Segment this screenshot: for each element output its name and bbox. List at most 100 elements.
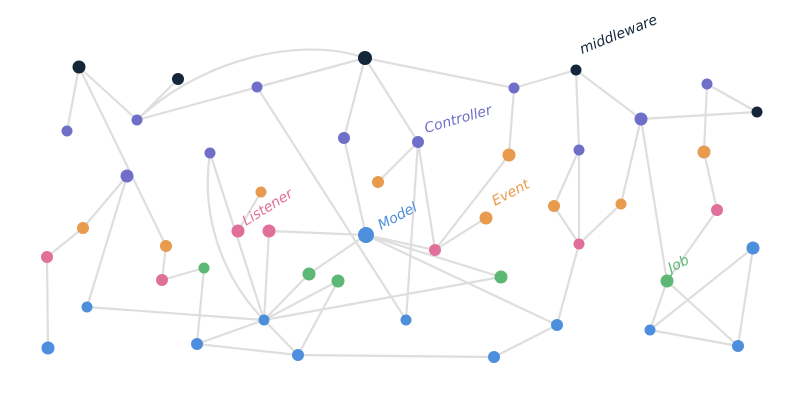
node-blue-b2 xyxy=(81,301,93,313)
edge-b10-b11 xyxy=(648,246,755,332)
edge-k1-b3 xyxy=(45,255,50,350)
edge-k7-g5 xyxy=(665,208,719,283)
edge-b1-b9 xyxy=(364,233,559,327)
node-orange-o6 xyxy=(479,211,493,225)
edge-k6-b9 xyxy=(555,242,581,327)
edge-p10-o7 xyxy=(552,148,581,208)
node-green-g4 xyxy=(494,270,508,284)
node-pink-k7 xyxy=(711,204,723,216)
node-purple-p7 xyxy=(204,147,216,159)
node-dark-d5 xyxy=(751,106,763,118)
node-orange-o4 xyxy=(372,176,384,188)
node-green-g3 xyxy=(331,274,345,288)
edge-d3-p4 xyxy=(363,56,516,90)
edge-b10-b12 xyxy=(648,328,740,348)
edge-d3-p9 xyxy=(363,56,420,144)
edge-d1-p2 xyxy=(77,65,139,122)
edge-p6-o1 xyxy=(81,174,129,230)
edge-p5-o9 xyxy=(702,82,709,154)
node-blue-b7 xyxy=(400,314,412,326)
labels-layer: middleware Controller Event Listener Mod… xyxy=(240,12,692,278)
label-controller: Controller xyxy=(423,102,495,137)
edge-p9-k5 xyxy=(416,140,437,252)
node-blue-b8 xyxy=(488,351,500,363)
edge-b8-b9 xyxy=(492,323,559,359)
node-blue-b6 xyxy=(292,349,304,361)
node-blue-b3 xyxy=(41,341,55,355)
edge-b2-b4 xyxy=(85,305,266,322)
node-green-g5 xyxy=(660,274,674,288)
node-purple-p11 xyxy=(634,112,648,126)
edge-g3-b6 xyxy=(296,279,340,357)
node-dark-d1 xyxy=(72,60,86,74)
edge-p5-d5 xyxy=(705,82,759,114)
node-blue-b10 xyxy=(644,324,656,336)
node-purple-p4 xyxy=(508,82,520,94)
edge-o8-k6 xyxy=(577,202,623,246)
edge-d4-p10 xyxy=(574,68,581,152)
node-blue-b4 xyxy=(258,314,270,326)
node-pink-k6 xyxy=(573,238,585,250)
edge-k2-g1 xyxy=(160,266,206,282)
edge-b5-b6 xyxy=(195,342,300,357)
edge-b1-g2 xyxy=(307,233,368,276)
edge-d1-p1 xyxy=(65,65,81,133)
edge-p6-b2 xyxy=(85,174,129,309)
edge-g5-b12 xyxy=(665,279,740,348)
edge-p8-b1 xyxy=(342,136,368,237)
label-event: Event xyxy=(489,176,532,209)
edges-layer xyxy=(45,48,759,359)
edge-p11-g5 xyxy=(639,117,669,283)
edge-o3-k3 xyxy=(236,190,263,233)
edge-o1-k1 xyxy=(45,226,85,259)
node-purple-p2 xyxy=(131,114,143,126)
node-orange-o8 xyxy=(615,198,627,210)
edge-b4-b6 xyxy=(262,318,300,357)
node-purple-p6 xyxy=(120,169,134,183)
node-orange-o1 xyxy=(77,222,89,234)
edge-p3-b7 xyxy=(255,85,408,322)
label-job: Job xyxy=(663,252,692,278)
edge-g4-b4 xyxy=(262,275,503,322)
node-blue-b1 xyxy=(358,227,374,243)
node-pink-k3 xyxy=(231,224,245,238)
node-blue-b9 xyxy=(551,319,563,331)
edge-p4-o5 xyxy=(507,86,516,157)
node-blue-b12 xyxy=(732,340,744,352)
node-purple-p9 xyxy=(412,136,424,148)
edge-p11-o8 xyxy=(619,117,643,206)
node-green-g1 xyxy=(198,262,210,274)
node-pink-k5 xyxy=(429,244,441,256)
edge-p9-o4 xyxy=(376,140,420,184)
edge-o7-k6 xyxy=(552,204,581,246)
edge-g2-b4 xyxy=(262,272,311,322)
edge-p7-b4-arc xyxy=(206,151,266,322)
edge-p4-d4 xyxy=(512,68,578,90)
edge-b6-b8 xyxy=(296,353,496,359)
edge-o9-k7 xyxy=(702,150,719,212)
node-orange-o7 xyxy=(548,200,560,212)
label-model: Model xyxy=(375,200,420,234)
node-purple-p8 xyxy=(338,132,350,144)
node-dark-d4 xyxy=(570,64,582,76)
edge-d3-p8 xyxy=(342,56,367,140)
edge-k4-b1 xyxy=(267,229,368,237)
edge-d1-o2 xyxy=(77,65,168,248)
edge-g3-b4 xyxy=(262,279,340,322)
node-purple-p1 xyxy=(61,125,73,137)
node-orange-o3 xyxy=(255,186,267,198)
node-orange-o9 xyxy=(697,145,711,159)
label-middleware: middleware xyxy=(578,12,660,58)
edge-p9-b7 xyxy=(404,140,420,322)
node-purple-p10 xyxy=(573,144,585,156)
node-purple-p3 xyxy=(251,81,263,93)
node-orange-o5 xyxy=(502,148,516,162)
node-orange-o2 xyxy=(160,240,172,252)
label-listener: Listener xyxy=(240,185,297,229)
edge-k4-b4 xyxy=(262,229,271,322)
edge-p11-d5 xyxy=(639,110,759,121)
edge-o6-k5 xyxy=(433,216,488,252)
edge-d4-p11 xyxy=(574,68,643,121)
node-dark-d3 xyxy=(358,51,372,65)
